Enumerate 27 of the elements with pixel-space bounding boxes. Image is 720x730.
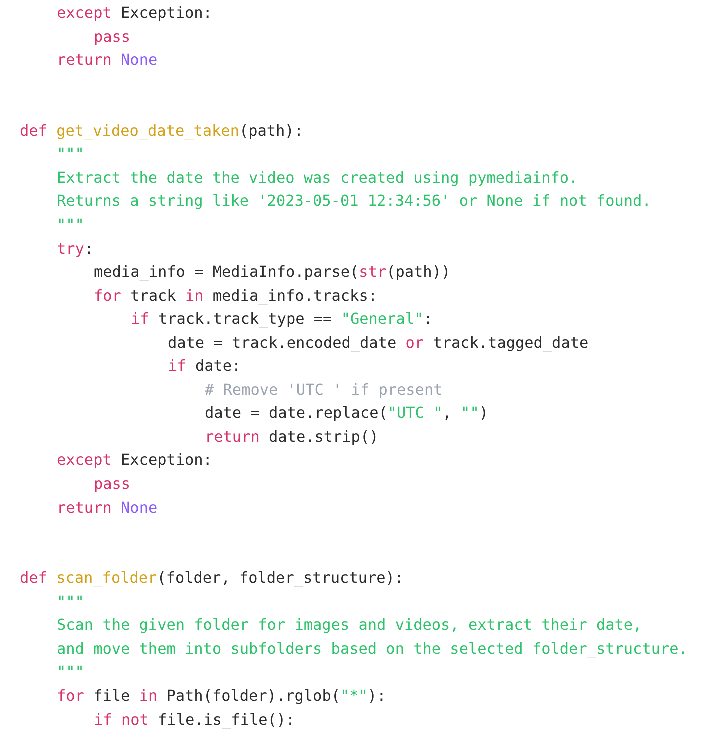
code-line: """ <box>57 214 84 235</box>
code-line: media_info = MediaInfo.parse(str(path)) <box>94 262 451 282</box>
code-line: and move them into subfolders based on the selected folder_structure. <box>57 638 688 659</box>
code-line: try: <box>57 238 94 258</box>
code-line: """ <box>57 662 84 682</box>
code-line: except Exception: <box>57 3 212 23</box>
code-line: pass <box>94 26 131 47</box>
code-line: Returns a string like '2023-05-01 12:34:56' or None if not found. <box>57 191 652 212</box>
code-line: """ <box>57 592 84 612</box>
code-line: return None <box>57 498 158 518</box>
code-line: Scan the given folder for images and videos, extract their date, <box>57 615 642 636</box>
code-line: if not file.is_file(): <box>94 710 296 730</box>
code-line: pass <box>94 474 131 494</box>
code-line: if track.track_type == "General": <box>131 309 433 330</box>
code-line: Extract the date the video was created using pymediainfo. <box>57 168 578 188</box>
code-line: if date: <box>168 356 242 376</box>
code-line: """ <box>57 144 84 164</box>
code-line: for track in media_info.tracks: <box>94 286 378 306</box>
code-line: return None <box>57 50 158 70</box>
code-line: def get_video_date_taken(path): <box>20 120 304 141</box>
code-line: except Exception: <box>57 450 212 470</box>
code-line: # Remove 'UTC ' if present <box>205 380 443 400</box>
code-line: return date.strip() <box>205 426 379 447</box>
code-line: def scan_folder(folder, folder_structure): <box>20 568 404 588</box>
code-line: date = track.encoded_date or track.tagged_date <box>168 332 589 353</box>
code-line: for file in Path(folder).rglob("*"): <box>57 686 386 706</box>
code-line: date = date.replace("UTC ", "") <box>205 403 488 424</box>
